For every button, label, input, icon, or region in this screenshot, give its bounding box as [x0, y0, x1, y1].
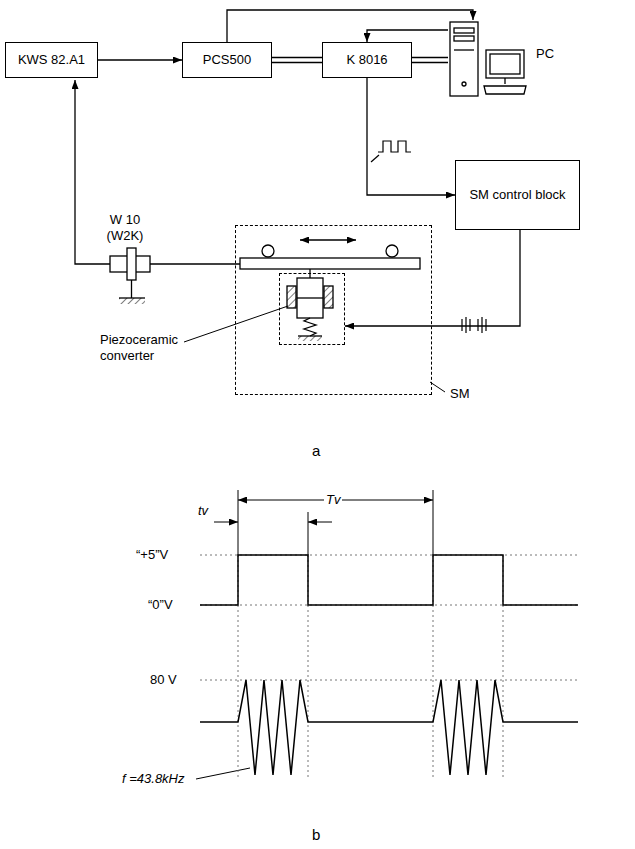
- node-label: Piezoceramic converter: [100, 332, 210, 363]
- level-label: “0”V: [148, 597, 173, 613]
- piezo-stack: [287, 269, 333, 341]
- interface-box: K 8016: [322, 42, 412, 78]
- panel-letter: a: [312, 442, 320, 460]
- stand-region: SMPiezoceramic converter: [235, 225, 432, 395]
- sensor-label: W 10 (W2K): [96, 212, 154, 243]
- node-label: K 8016: [346, 52, 387, 68]
- computer-icon: PC: [448, 20, 528, 98]
- signal-arrow: [98, 60, 182, 61]
- node-label: SM control block: [469, 187, 565, 203]
- frequency-label: f =43.8kHz: [122, 771, 185, 787]
- strain-amplifier-box: KWS 82.A1: [5, 42, 98, 78]
- node-label: PC: [536, 46, 554, 62]
- bus-connector: [412, 58, 448, 63]
- waveforms: [200, 555, 578, 775]
- control-box: SM control block: [455, 160, 580, 230]
- bus-connector: [272, 58, 322, 63]
- signal-arrow: [367, 30, 448, 42]
- timing-dimensions: [214, 490, 433, 555]
- timing-grid: [200, 555, 578, 778]
- signal-arrow: [345, 230, 520, 326]
- panel-letter: b: [312, 826, 320, 844]
- computer-outline: [448, 20, 528, 98]
- leader-lines: [184, 306, 445, 779]
- pulse-width-label: tv: [198, 503, 208, 519]
- node-label: KWS 82.A1: [18, 52, 85, 68]
- slider: [240, 240, 420, 269]
- converter-region: Piezoceramic converter: [279, 273, 345, 345]
- oscilloscope-box: PCS500: [182, 42, 272, 78]
- signal-arrow: [227, 10, 473, 42]
- period-label: Tv: [324, 492, 342, 508]
- signal-arrow: [367, 78, 455, 195]
- amplitude-label: 80 V: [150, 672, 177, 688]
- node-label: SM: [450, 386, 470, 402]
- level-label: “+5”V: [136, 547, 168, 563]
- sensor-w10: [75, 80, 240, 304]
- node-label: PCS500: [203, 52, 251, 68]
